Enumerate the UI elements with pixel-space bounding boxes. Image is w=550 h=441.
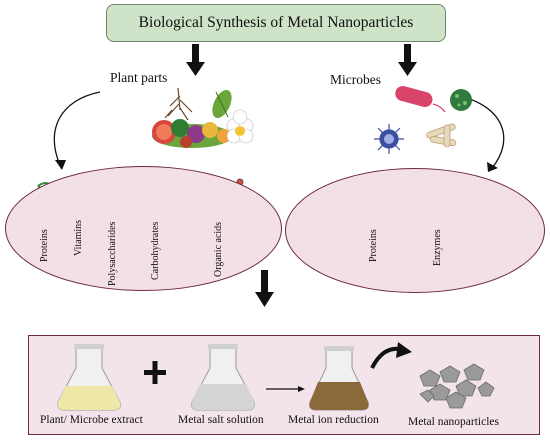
plant-item-vitamins: Vitamins [73, 219, 84, 256]
bacillus-icon [395, 86, 446, 113]
microbes-label: Microbes [330, 72, 381, 87]
fungi-icon [426, 123, 457, 148]
nanoparticles-icon [419, 363, 495, 409]
curved-arrow-left [53, 91, 101, 166]
plant-item-carbohydrates: Carbohydrates [150, 221, 161, 280]
arrow-to-plant [186, 44, 205, 76]
plant-parts-label: Plant parts [110, 70, 168, 85]
microbe-item-proteins: Proteins [368, 229, 379, 262]
microbe-item-enzymes: Enzymes [432, 229, 443, 266]
diagram-title: Biological Synthesis of Metal Nanopartic… [106, 4, 446, 42]
plant-item-organic-acids: Organic acids [213, 221, 224, 277]
plant-components-ellipse [5, 166, 282, 291]
plant-item-polysaccharides: Polysaccharides [107, 221, 118, 286]
leaf-icon [212, 89, 232, 119]
virus-icon [374, 124, 404, 154]
flask-extract-icon [57, 344, 121, 411]
coccus-icon [450, 89, 472, 111]
small-arrow [266, 386, 305, 392]
arrow-to-process [255, 270, 274, 307]
curved-arrow-process [370, 342, 412, 369]
flask-reduction-icon [309, 346, 369, 411]
fruits-vegetables-icon [152, 119, 232, 148]
step-reduction-label: Metal ion reduction [288, 414, 379, 426]
flask-salt-icon [191, 344, 255, 411]
plant-item-proteins: Proteins [39, 229, 50, 262]
plus-sign [144, 361, 166, 384]
flower-icon [226, 109, 254, 144]
step-extract-label: Plant/ Microbe extract [40, 414, 143, 426]
arrow-to-microbes [398, 44, 417, 76]
root-icon [164, 87, 193, 121]
step-nanoparticles-label: Metal nanoparticles [408, 416, 500, 428]
microbe-components-ellipse [285, 168, 545, 293]
step-salt-label: Metal salt solution [178, 414, 264, 426]
